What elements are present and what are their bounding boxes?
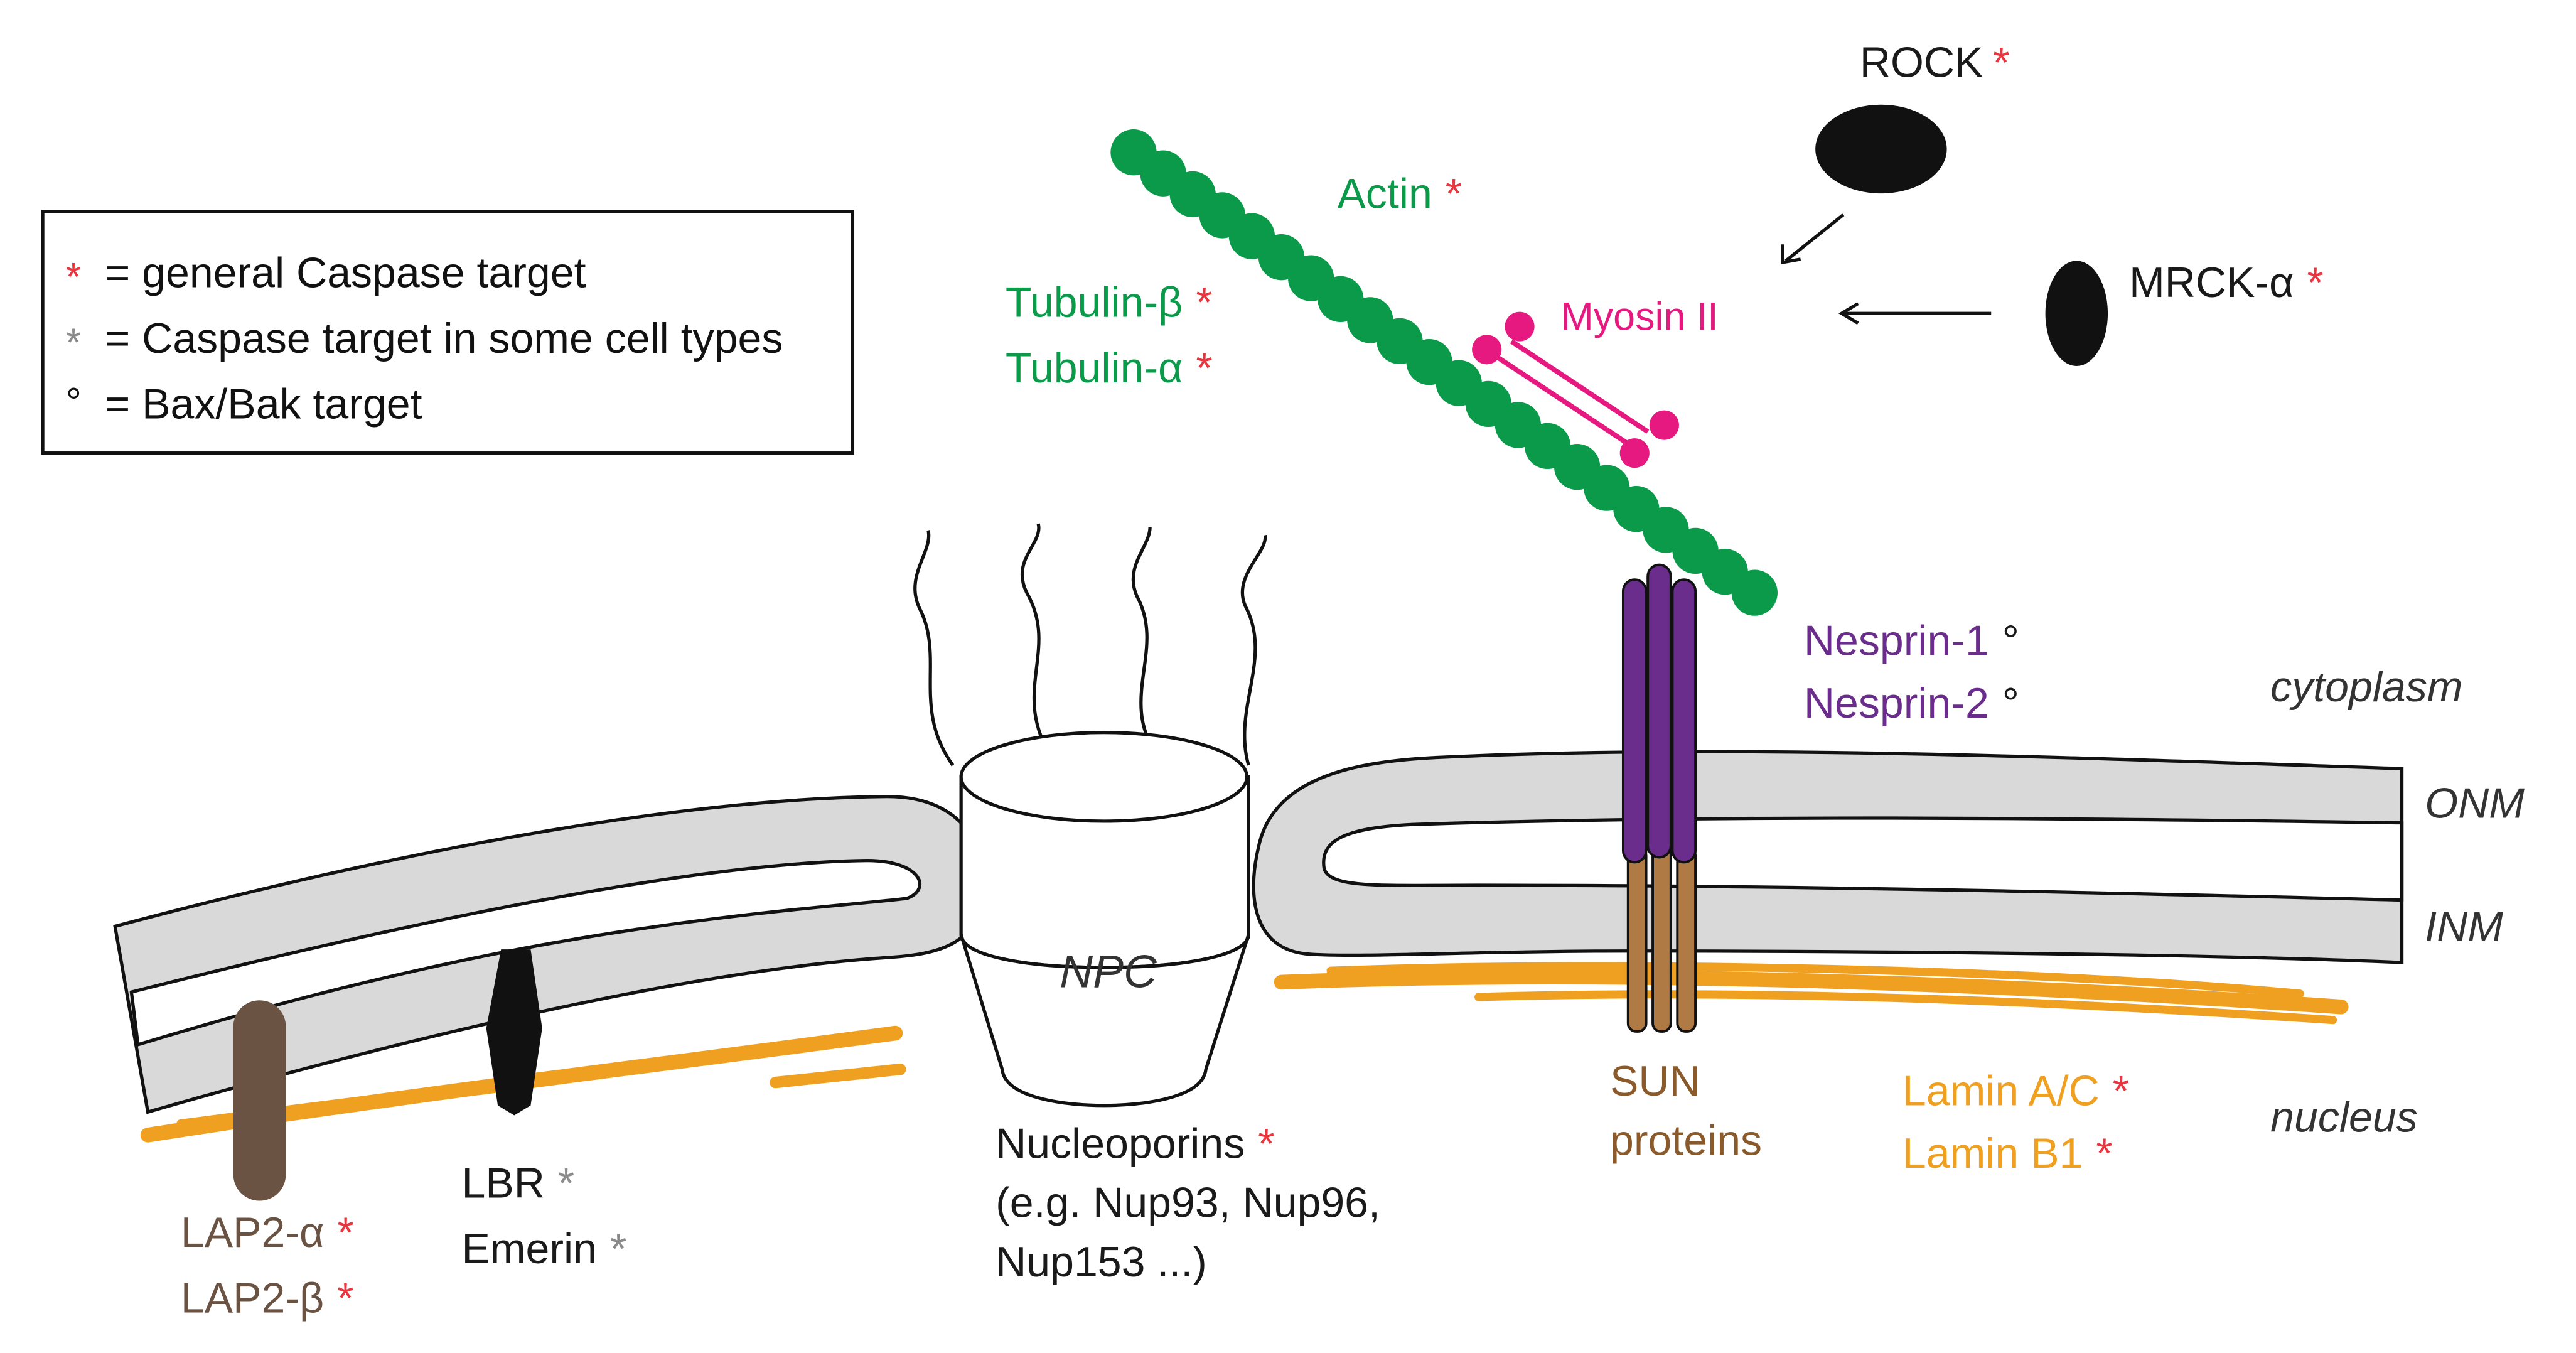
sun-protein-2 xyxy=(1651,829,1672,1033)
lbr-label: LBR* xyxy=(461,1159,574,1207)
myosin-rod-a xyxy=(1510,339,1650,434)
myosin-head-2 xyxy=(1472,335,1502,365)
myosin-label: Myosin II xyxy=(1560,294,1718,338)
mrck-kinase xyxy=(2045,261,2108,366)
rock-label: ROCK* xyxy=(1860,38,2010,86)
nucleus-label: nucleus xyxy=(2270,1094,2418,1141)
legend-baxbak-text: = Bax/Bak target xyxy=(105,380,422,428)
myosin-head-4 xyxy=(1619,438,1650,468)
nesprin-3-rod xyxy=(1671,578,1697,864)
actin-filament xyxy=(1110,129,1778,616)
rock-arrowhead xyxy=(1781,244,1801,265)
nesprin-2-rod xyxy=(1646,563,1672,859)
linc-complex xyxy=(1621,563,1697,1033)
legend-general-symbol: * xyxy=(66,256,81,299)
lamina-left-3 xyxy=(770,1064,906,1089)
legend-box xyxy=(41,210,855,455)
lamin-b1-label: Lamin B1* xyxy=(1902,1129,2113,1177)
envelope-right-lumen xyxy=(1322,816,2404,902)
nuclear-envelope-right xyxy=(1252,750,2404,964)
legend: * = general Caspase target * = Caspase t… xyxy=(41,210,855,455)
rock-kinase xyxy=(1815,104,1947,194)
lamina-right-1 xyxy=(1274,969,2349,1015)
arrows xyxy=(1781,213,1992,325)
sun-protein-1 xyxy=(1626,846,1648,1033)
actin-label: Actin* xyxy=(1338,170,1462,218)
emerin-label: Emerin* xyxy=(461,1225,626,1273)
lamina-right-3 xyxy=(1474,990,2337,1025)
legend-some-symbol: * xyxy=(66,321,81,365)
inm-label: INM xyxy=(2425,903,2503,951)
envelope-left-lumen xyxy=(129,859,921,1047)
mrck-arrowhead xyxy=(1838,302,1859,325)
nesprin-2-label: Nesprin-2° xyxy=(1804,679,2019,727)
legend-some-text: = Caspase target in some cell types xyxy=(105,315,783,362)
npc-filament-1 xyxy=(913,530,955,767)
nesprin-1-rod xyxy=(1621,578,1648,864)
npc-filament-4 xyxy=(1240,535,1267,766)
legend-general-text: = general Caspase target xyxy=(105,249,586,296)
lbr-protein xyxy=(486,949,542,1116)
myosin-rod-b xyxy=(1496,355,1636,451)
legend-baxbak-symbol: ° xyxy=(66,380,82,424)
sun-label-line2: proteins xyxy=(1610,1116,1762,1164)
rock-arrow xyxy=(1784,213,1845,262)
npc-label: NPC xyxy=(1060,946,1157,997)
sun-protein-3 xyxy=(1676,846,1697,1033)
lap2-alpha-label: LAP2-α* xyxy=(181,1209,354,1256)
lap2-beta-label: LAP2-β* xyxy=(181,1275,354,1322)
mrck-label: MRCK-α* xyxy=(2129,259,2324,306)
tubulin-alpha-label: Tubulin-α* xyxy=(1006,344,1213,392)
lamina-left-2 xyxy=(176,1035,859,1128)
lamin-ac-label: Lamin A/C* xyxy=(1902,1067,2129,1115)
tubulin-beta-label: Tubulin-β* xyxy=(1006,278,1213,326)
nucleoporins-example-1: (e.g. Nup93, Nup96, xyxy=(996,1179,1380,1227)
npc-filament-2 xyxy=(1020,523,1053,758)
nucleoporins-example-2: Nup153 ...) xyxy=(996,1238,1207,1286)
myosin-ii xyxy=(1472,311,1679,468)
lamina-right-2 xyxy=(1326,962,2304,998)
lap2-protein xyxy=(233,1000,286,1201)
actin-bead xyxy=(1731,569,1778,616)
cytoplasm-label: cytoplasm xyxy=(2270,663,2462,711)
nucleoporins-label: Nucleoporins* xyxy=(996,1120,1275,1168)
labels: ROCK* MRCK-α* Actin* Tubulin-β* Tubulin-… xyxy=(181,38,2525,1322)
npc-basket xyxy=(959,934,1250,1108)
nesprin-1-label: Nesprin-1° xyxy=(1804,617,2019,665)
npc-top xyxy=(959,730,1249,823)
npc-filament-3 xyxy=(1131,527,1160,758)
myosin-head-1 xyxy=(1505,311,1535,342)
myosin-head-3 xyxy=(1649,410,1679,440)
sun-label-line1: SUN xyxy=(1610,1057,1700,1105)
onm-label: ONM xyxy=(2425,780,2525,827)
nuclear-pore-complex xyxy=(913,523,1267,1108)
